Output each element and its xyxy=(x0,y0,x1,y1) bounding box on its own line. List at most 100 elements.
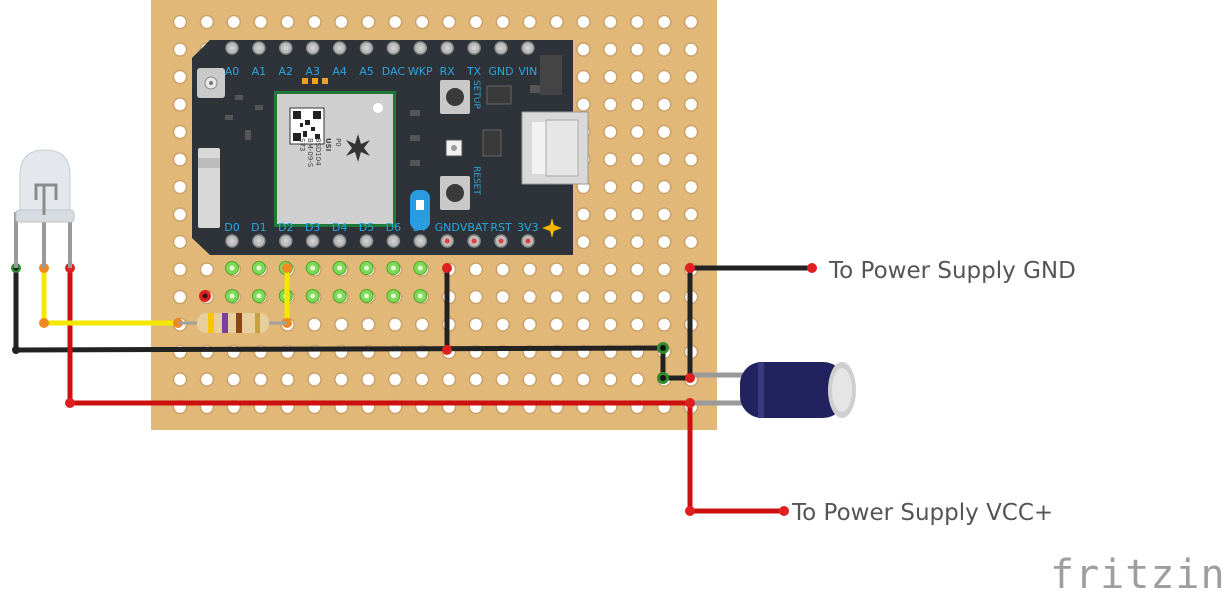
board-hole xyxy=(172,69,188,85)
board-hole xyxy=(656,69,672,85)
board-hole xyxy=(630,317,645,332)
board-hole xyxy=(630,262,645,277)
board-hole xyxy=(656,152,672,167)
top-pin-label: RX xyxy=(440,65,456,78)
board-hole xyxy=(683,234,699,250)
bottom-pin-label: D2 xyxy=(278,221,293,234)
board-hole xyxy=(576,317,591,332)
board-hole xyxy=(576,289,591,305)
bottom-pin-label: D1 xyxy=(251,221,266,234)
board-hole xyxy=(603,317,618,332)
top-pin-label: A1 xyxy=(252,65,267,78)
board-hole xyxy=(172,124,188,140)
board-hole xyxy=(495,262,511,277)
board-hole xyxy=(656,207,672,222)
board-hole xyxy=(253,14,268,30)
label-supply-gnd: To Power Supply GND xyxy=(828,258,1076,284)
board-hole xyxy=(172,289,188,305)
setup-label: SETUP xyxy=(471,80,481,109)
board-hole xyxy=(522,317,537,332)
fritzing-logo: fritzing xyxy=(1050,552,1223,598)
top-pin-label: A5 xyxy=(359,65,374,78)
board-hole xyxy=(630,234,645,250)
board-hole xyxy=(630,97,645,112)
board-hole xyxy=(549,317,564,332)
board-hole xyxy=(576,234,591,250)
board-hole xyxy=(226,14,242,30)
board-hole xyxy=(414,14,430,30)
module-line1: P0 xyxy=(334,138,342,147)
board-hole xyxy=(387,317,403,332)
board-hole xyxy=(361,372,376,387)
board-hole xyxy=(630,152,645,167)
board-hole xyxy=(603,42,618,57)
bottom-pin-label: D0 xyxy=(224,221,239,234)
board-hole xyxy=(522,372,537,387)
board-hole xyxy=(414,317,430,332)
board-hole xyxy=(199,14,215,30)
module-line5: S73 xyxy=(298,138,306,151)
board-hole xyxy=(522,14,537,30)
board-hole xyxy=(576,207,591,222)
board-hole xyxy=(603,207,618,222)
top-pin-label: WKP xyxy=(408,65,433,78)
board-hole xyxy=(280,14,295,30)
module-line4: BM-09-S xyxy=(306,138,314,168)
resistor xyxy=(178,313,287,333)
bottom-pin-label: 3V3 xyxy=(517,221,539,234)
board-hole xyxy=(683,97,699,112)
board-hole xyxy=(172,42,188,57)
setup-button: SETUP xyxy=(440,80,481,114)
board-hole xyxy=(656,97,672,112)
board-hole xyxy=(603,14,618,30)
module-line2: USI xyxy=(324,138,332,151)
board-hole xyxy=(172,152,188,167)
qr-code xyxy=(293,111,321,141)
board-hole xyxy=(172,207,188,222)
board-hole xyxy=(199,262,215,277)
wire-endpoints xyxy=(11,263,817,516)
board-hole xyxy=(468,262,484,277)
board-hole xyxy=(603,234,618,250)
board-hole xyxy=(172,262,188,277)
board-hole xyxy=(549,262,564,277)
board-hole xyxy=(172,234,188,250)
board-hole xyxy=(387,372,403,387)
board-hole xyxy=(603,179,618,195)
board-hole xyxy=(307,372,322,387)
board-hole xyxy=(495,317,511,332)
board-hole xyxy=(361,317,376,332)
rgb-led xyxy=(14,149,75,268)
top-pin-label: GND xyxy=(488,65,513,78)
board-hole xyxy=(683,14,699,30)
board-hole xyxy=(468,289,484,305)
board-hole xyxy=(172,14,188,30)
bottom-pin-label: D4 xyxy=(332,221,347,234)
board-hole xyxy=(495,289,511,305)
bottom-pin-label: D7 xyxy=(413,221,428,234)
board-hole xyxy=(441,372,457,387)
bottom-pin-label: GND xyxy=(435,221,460,234)
board-hole xyxy=(630,372,645,387)
board-hole xyxy=(468,14,484,30)
board-hole xyxy=(630,179,645,195)
board-hole xyxy=(603,372,618,387)
top-pin-label: A0 xyxy=(225,65,240,78)
board-hole xyxy=(307,317,322,332)
board-hole xyxy=(656,262,672,277)
board-hole xyxy=(603,289,618,305)
board-hole xyxy=(280,372,295,387)
board-hole xyxy=(656,234,672,250)
board-hole xyxy=(656,289,672,305)
board-hole xyxy=(549,372,564,387)
electrolytic-capacitor xyxy=(740,362,856,418)
reset-label: RESET xyxy=(471,166,481,195)
top-pin-label: A3 xyxy=(305,65,320,78)
board-hole xyxy=(630,207,645,222)
reset-button: RESET xyxy=(440,166,481,210)
board-hole xyxy=(172,372,188,387)
board-hole xyxy=(630,69,645,85)
board-hole xyxy=(656,317,672,332)
board-hole xyxy=(603,152,618,167)
